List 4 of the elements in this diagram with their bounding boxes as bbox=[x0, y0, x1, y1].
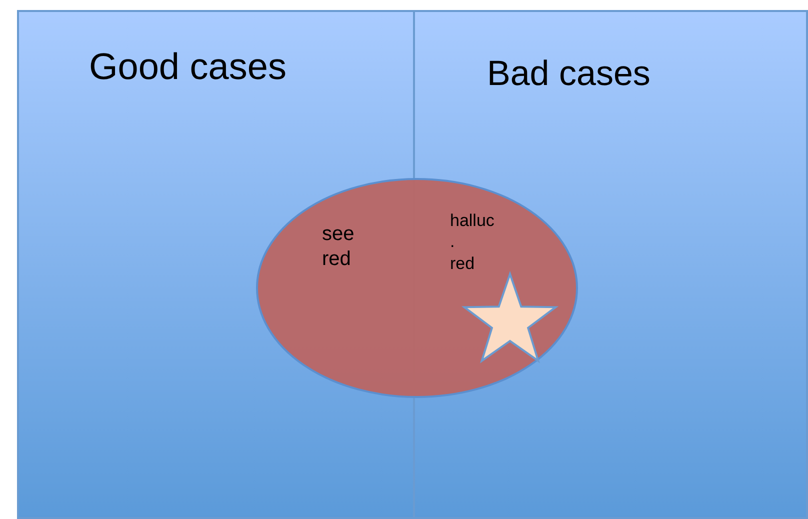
panel-heading: Good cases bbox=[89, 46, 286, 88]
panel-heading: Bad cases bbox=[487, 54, 650, 94]
ellipse-text: halluc . red bbox=[450, 210, 494, 274]
ellipse-text: see red bbox=[322, 222, 354, 272]
